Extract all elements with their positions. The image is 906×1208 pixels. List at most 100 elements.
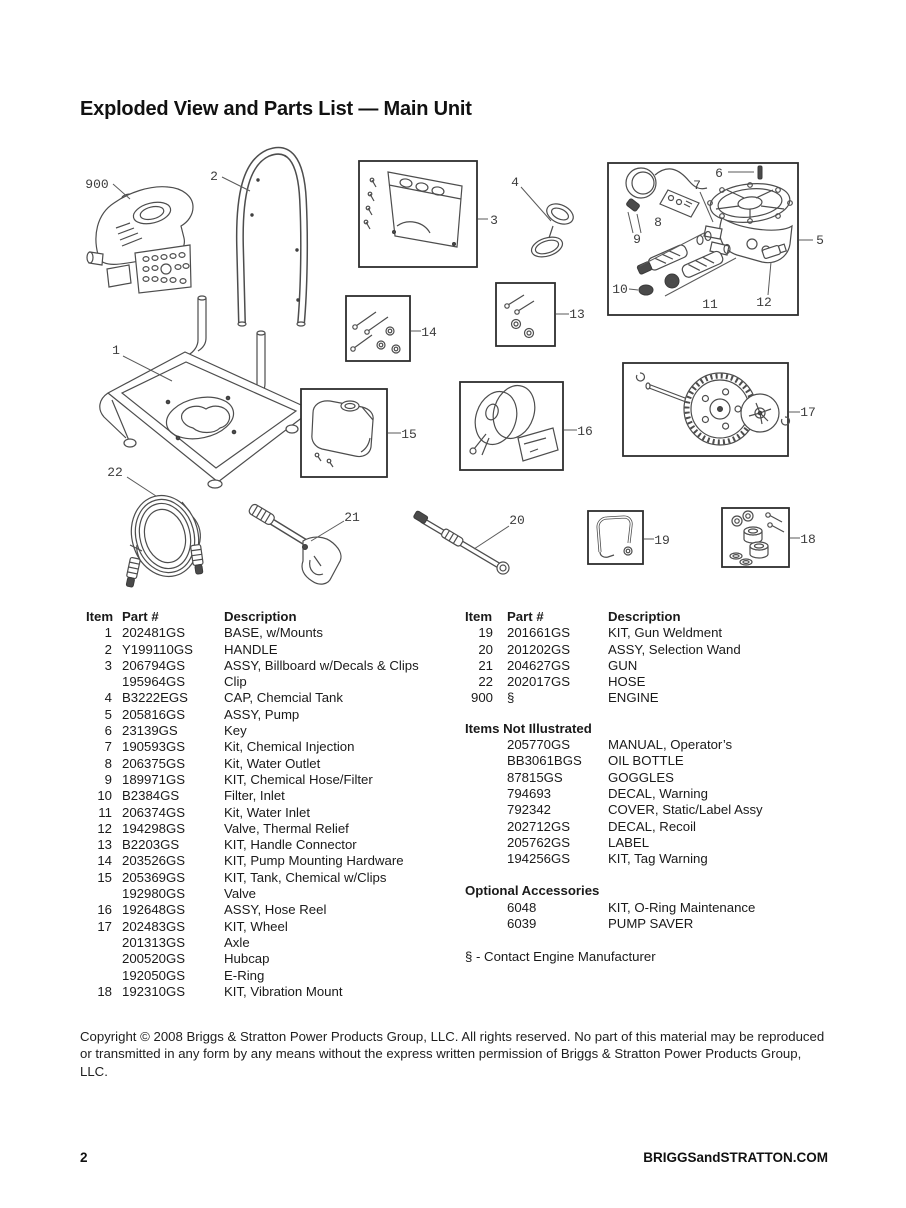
page-title: Exploded View and Parts List — Main Unit: [80, 98, 472, 120]
item-number: 3: [104, 657, 112, 673]
item-number: 9: [104, 771, 112, 787]
part-number: 194298GS: [122, 820, 186, 836]
part-number: 201202GS: [507, 641, 571, 657]
handle-connector-box: 13: [495, 282, 585, 347]
part-number: 201313GS: [122, 934, 186, 950]
part-number: B3222EGS: [122, 690, 188, 706]
table-row: 13 B2203GS KIT, Handle Connector: [86, 837, 452, 853]
callout-14: 14: [421, 325, 437, 340]
item-number: 17: [97, 918, 112, 934]
part-description: E-Ring: [224, 967, 265, 983]
item-number: 14: [97, 853, 112, 869]
callout-7: 7: [693, 178, 701, 193]
part-description: Axle: [224, 934, 250, 950]
part-header: Part #: [507, 609, 544, 624]
part-number: 6039: [507, 916, 537, 932]
item-number: 2: [104, 641, 112, 657]
callout-3: 3: [490, 213, 498, 228]
part-number: 204627GS: [507, 657, 571, 673]
table-row: 3 206794GS ASSY, Billboard w/Decals & Cl…: [86, 658, 452, 674]
part-number: 202712GS: [507, 818, 571, 834]
callout-2: 2: [210, 169, 218, 184]
callout-17: 17: [800, 405, 816, 420]
part-description: DECAL, Recoil: [608, 818, 696, 834]
key-part: [757, 165, 763, 180]
part-number: 202017GS: [507, 674, 571, 690]
table-row: 4 B3222EGS CAP, Chemcial Tank: [86, 690, 452, 706]
hose-reel-box: 16: [459, 381, 593, 471]
optional-accessories-title: Optional Accessories: [465, 883, 600, 899]
item-header: Item: [86, 609, 114, 624]
part-description: KIT, Vibration Mount: [224, 983, 343, 999]
cap-drawing: 4: [511, 175, 574, 258]
part-number: Y199110GS: [122, 641, 193, 657]
table-row: 900 § ENGINE: [465, 690, 837, 706]
table-row: 201313GS Axle: [86, 935, 452, 951]
item-number: [465, 851, 493, 867]
table-row: 16 192648GS ASSY, Hose Reel: [86, 902, 452, 918]
callout-20: 20: [509, 513, 525, 528]
part-number: 192648GS: [122, 902, 186, 918]
table-row: 17 202483GS KIT, Wheel: [86, 919, 452, 935]
item-number: 6: [104, 723, 112, 739]
part-number: 201661GS: [507, 625, 571, 641]
part-description: KIT, Handle Connector: [224, 837, 357, 853]
optional-accessories-body: 6048 KIT, O-Ring Maintenance 6039 PUMP S…: [465, 900, 837, 933]
part-description: KIT, Tank, Chemical w/Clips: [224, 869, 387, 885]
item-number: 16: [97, 902, 112, 918]
part-number: 194256GS: [507, 851, 571, 867]
pump-hardware-box: 14: [345, 295, 437, 362]
part-description: Key: [224, 723, 247, 739]
parts-table-left: Item Part # Description 1 202481GS BASE,…: [86, 609, 452, 1000]
part-description: HANDLE: [224, 641, 278, 657]
table-row: 200520GS Hubcap: [86, 951, 452, 967]
part-description: Kit, Water Inlet: [224, 804, 310, 820]
part-number: 792342: [507, 802, 552, 818]
box-16-border: [459, 381, 564, 471]
part-description: Kit, Chemical Injection: [224, 739, 355, 755]
gun-grip: [248, 503, 275, 525]
part-description: Hubcap: [224, 951, 270, 967]
table-row: 6039 PUMP SAVER: [465, 916, 837, 932]
table-row: 792342 COVER, Static/Label Assy: [465, 802, 837, 818]
table-row: 21 204627GS GUN: [465, 658, 837, 674]
item-header: Item: [465, 609, 493, 624]
part-description: KIT, Chemical Hose/Filter: [224, 771, 373, 787]
table-row: 18 192310GS KIT, Vibration Mount: [86, 984, 452, 1000]
engine-drawing: 900: [85, 177, 194, 294]
part-description: ASSY, Billboard w/Decals & Clips: [224, 657, 419, 673]
item-number: 13: [97, 837, 112, 853]
callout-16: 16: [577, 424, 593, 439]
base-drawing: 1: [99, 295, 313, 489]
chem-tank-box: 15: [300, 388, 417, 478]
part-description: ASSY, Hose Reel: [224, 902, 327, 918]
table-row: 87815GS GOGGLES: [465, 770, 837, 786]
table-row: 11 206374GS Kit, Water Inlet: [86, 805, 452, 821]
table-row: 195964GS Clip: [86, 674, 452, 690]
part-description: COVER, Static/Label Assy: [608, 802, 763, 818]
part-header: Part #: [122, 609, 159, 624]
part-description: ASSY, Pump: [224, 706, 300, 722]
item-number: [86, 886, 112, 902]
table-row: 794693 DECAL, Warning: [465, 786, 837, 802]
bushings: [743, 526, 769, 559]
part-number: 6048: [507, 899, 537, 915]
part-description: KIT, Gun Weldment: [608, 625, 723, 641]
billboard-screws: [363, 177, 377, 230]
part-description: KIT, Wheel: [224, 918, 288, 934]
callout-21: 21: [344, 510, 360, 525]
item-number: [86, 935, 112, 951]
part-description: GOGGLES: [608, 769, 674, 785]
item-number: [465, 900, 493, 916]
table-row: 205770GS MANUAL, Operator’s: [465, 737, 837, 753]
muffler-holes: [142, 252, 190, 285]
box-19-border: [587, 510, 644, 565]
part-number: 200520GS: [122, 951, 186, 967]
website-url: BRIGGSandSTRATTON.COM: [643, 1150, 828, 1165]
table-row: 19 201661GS KIT, Gun Weldment: [465, 625, 837, 641]
part-number: 23139GS: [122, 723, 178, 739]
item-number: 8: [104, 755, 112, 771]
part-number: 206375GS: [122, 755, 186, 771]
hose-fitting-left: [125, 556, 141, 588]
